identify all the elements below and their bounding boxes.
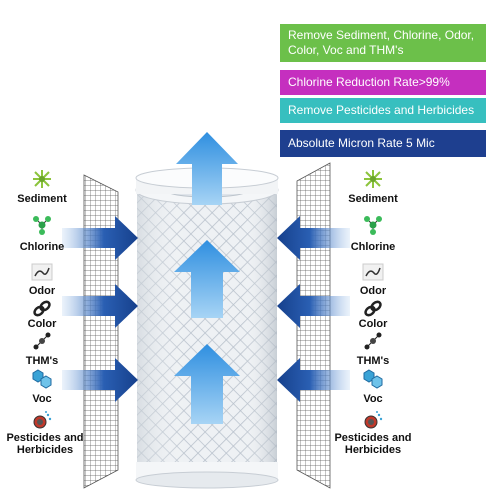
- label-sediment-right: Sediment: [348, 193, 398, 205]
- label-pesticides-right: Pesticides and Herbicides: [334, 432, 412, 456]
- pesticide-spray-icon: [31, 410, 53, 432]
- label-thms-left: THM's: [25, 355, 59, 367]
- label-voc-right: Voc: [363, 393, 383, 405]
- flow-up-arrow-middle: [174, 240, 240, 318]
- flow-up-arrow-bottom: [174, 344, 240, 424]
- pesticide-spray-icon: [362, 410, 384, 432]
- badge-remove-contaminants: Remove Sediment, Chlorine, Odor, Color, …: [280, 24, 486, 62]
- badge-chlorine-reduction: Chlorine Reduction Rate>99%: [280, 70, 486, 95]
- inflow-arrows-right: [277, 216, 350, 402]
- sediment-icon: [362, 168, 384, 190]
- label-chlorine-right: Chlorine: [350, 241, 396, 253]
- label-odor-right: Odor: [359, 285, 387, 297]
- label-voc-left: Voc: [32, 393, 52, 405]
- thm-molecule-icon: [31, 330, 53, 352]
- sediment-icon: [31, 168, 53, 190]
- label-pesticides-left: Pesticides and Herbicides: [6, 432, 84, 456]
- label-chlorine-left: Chlorine: [19, 241, 65, 253]
- label-sediment-left: Sediment: [17, 193, 67, 205]
- badge-text: Chlorine Reduction Rate>99%: [288, 75, 450, 89]
- color-chain-icon: [31, 298, 53, 320]
- chlorine-molecule-icon: [31, 214, 53, 236]
- label-thms-right: THM's: [356, 355, 390, 367]
- voc-hexagon-icon: [362, 368, 384, 390]
- badge-text: Remove Pesticides and Herbicides: [288, 103, 475, 117]
- color-chain-icon: [362, 298, 384, 320]
- badge-micron-rate: Absolute Micron Rate 5 Mic: [280, 130, 486, 157]
- badge-pesticides: Remove Pesticides and Herbicides: [280, 98, 486, 123]
- right-mesh-screen: [296, 162, 331, 489]
- badge-text: Remove Sediment, Chlorine, Odor, Color, …: [288, 28, 475, 57]
- chlorine-molecule-icon: [362, 214, 384, 236]
- left-mesh-screen: [83, 174, 119, 489]
- badge-text: Absolute Micron Rate 5 Mic: [288, 136, 435, 150]
- thm-molecule-icon: [362, 330, 384, 352]
- inflow-arrows-left: [62, 216, 138, 402]
- filter-cartridge: [135, 167, 279, 489]
- odor-icon: [362, 261, 384, 283]
- label-color-left: Color: [27, 318, 57, 330]
- odor-icon: [31, 261, 53, 283]
- voc-hexagon-icon: [31, 368, 53, 390]
- label-odor-left: Odor: [28, 285, 56, 297]
- flow-up-arrow-top: [176, 132, 238, 205]
- label-color-right: Color: [358, 318, 388, 330]
